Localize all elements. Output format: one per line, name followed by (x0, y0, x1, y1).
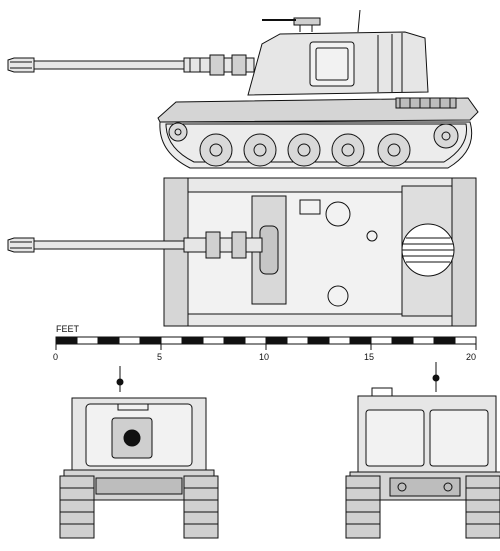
side-hull (157, 97, 479, 123)
top-engine-grille (401, 223, 455, 277)
rear-tracks (345, 475, 500, 539)
scale-tick-20: 20 (466, 352, 477, 362)
side-gun-barrel (7, 54, 255, 76)
top-hatches (299, 199, 378, 307)
scale-bar (55, 336, 477, 350)
front-tracks (59, 475, 219, 539)
scale-tick-0: 0 (53, 352, 59, 362)
side-road-wheels (168, 122, 459, 167)
front-view (59, 366, 219, 539)
scale-tick-5: 5 (157, 352, 163, 362)
top-view (7, 177, 477, 327)
side-view (7, 9, 479, 169)
scale-unit-label: FEET (56, 324, 80, 334)
scale-tick-15: 15 (364, 352, 375, 362)
scale-tick-10: 10 (259, 352, 270, 362)
rear-view (345, 362, 500, 539)
side-superstructure (247, 31, 429, 96)
front-superstructure (71, 397, 207, 471)
rear-superstructure (357, 387, 497, 473)
side-machine-gun (262, 9, 361, 33)
top-gun-barrel (7, 231, 263, 259)
